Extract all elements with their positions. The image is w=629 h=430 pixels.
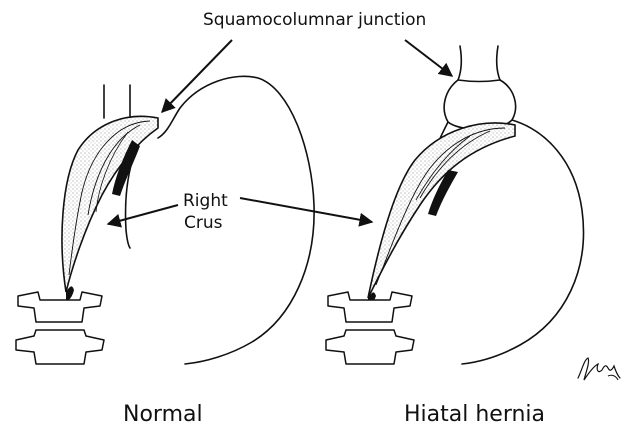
esophagus-hernia [458, 46, 500, 82]
normal-right-crus [62, 116, 158, 300]
caption-normal: Normal [123, 404, 203, 426]
arrow-crus-hernia [240, 198, 372, 222]
squamocolumnar-junction-label: Squamocolumnar junction [203, 12, 426, 29]
herniated-stomach [444, 80, 515, 129]
hiatal-hernia-anatomy [424, 46, 583, 364]
right-crus-label-line2: Crus [184, 215, 223, 232]
caption-hiatal-hernia: Hiatal hernia [404, 404, 545, 426]
hernia-right-crus [368, 123, 515, 304]
arrow-sqj-hernia [405, 40, 452, 76]
normal-vertebrae [16, 292, 104, 364]
hernia-vertebrae [326, 292, 414, 364]
arrow-sqj-normal [162, 40, 232, 112]
artist-signature [572, 350, 624, 386]
right-crus-label-line1: Right [183, 193, 228, 210]
arrow-crus-normal [108, 205, 178, 224]
stomach-outline-hernia [462, 120, 583, 364]
stomach-outline-normal [158, 76, 314, 364]
